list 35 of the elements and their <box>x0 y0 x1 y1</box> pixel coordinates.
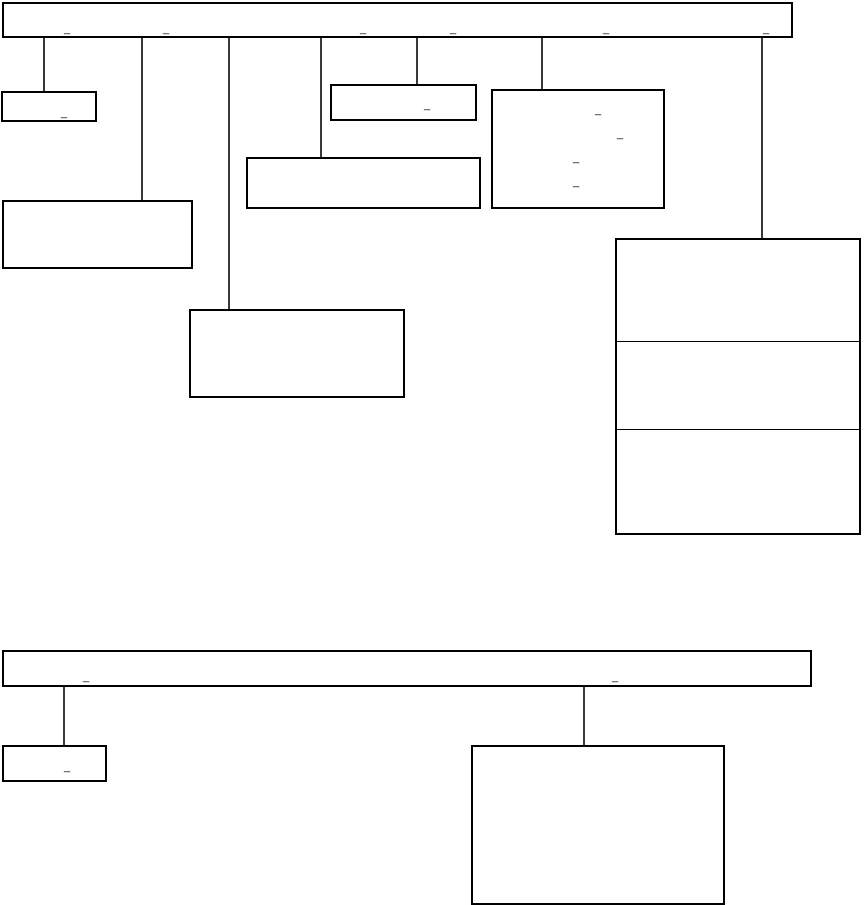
connector-line <box>583 687 585 745</box>
placeholder-text: _ <box>573 177 580 188</box>
placeholder-text: _ <box>617 129 624 140</box>
placeholder-text: _ <box>163 24 170 35</box>
text-box <box>2 650 812 687</box>
text-box <box>2 2 793 38</box>
text-box <box>491 89 665 209</box>
placeholder-text: _ <box>61 108 68 119</box>
connector-line <box>63 687 65 745</box>
placeholder-text: _ <box>595 105 602 116</box>
box-outline <box>189 309 405 398</box>
placeholder-text: _ <box>360 24 366 35</box>
connector-line <box>541 38 543 89</box>
box-outline <box>471 745 725 905</box>
connector-line <box>228 38 230 309</box>
placeholder-text: _ <box>450 24 456 35</box>
text-box <box>330 84 477 121</box>
connector-line <box>141 38 143 200</box>
box-outline <box>2 200 193 269</box>
placeholder-text: _ <box>763 24 770 35</box>
connector-line <box>320 38 322 157</box>
placeholder-text: _ <box>603 24 610 35</box>
connector-line <box>761 38 763 238</box>
placeholder-text: _ <box>573 153 580 164</box>
placeholder-text: _ <box>612 672 618 683</box>
placeholder-text: _ <box>64 24 70 35</box>
box-outline <box>615 238 861 535</box>
text-box <box>2 745 107 782</box>
placeholder-text: _ <box>424 100 430 111</box>
placeholder-text: _ <box>83 672 90 683</box>
connector-line <box>416 38 418 84</box>
placeholder-text: _ <box>64 762 70 773</box>
connector-line <box>43 38 45 91</box>
box-outline <box>246 157 481 209</box>
text-box <box>1 91 97 122</box>
